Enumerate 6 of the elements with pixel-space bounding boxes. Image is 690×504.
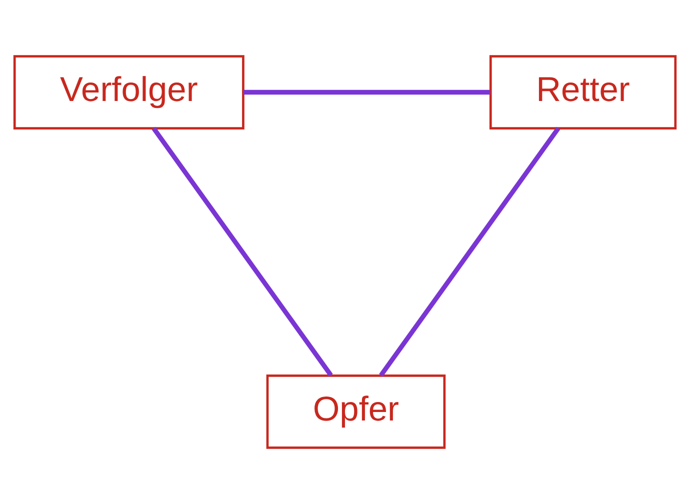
connector [379, 126, 560, 377]
node-box: Opfer [266, 374, 446, 449]
node-box: Retter [489, 55, 677, 130]
connector [243, 90, 490, 95]
node-box: Verfolger [13, 55, 244, 130]
connector [152, 126, 333, 377]
